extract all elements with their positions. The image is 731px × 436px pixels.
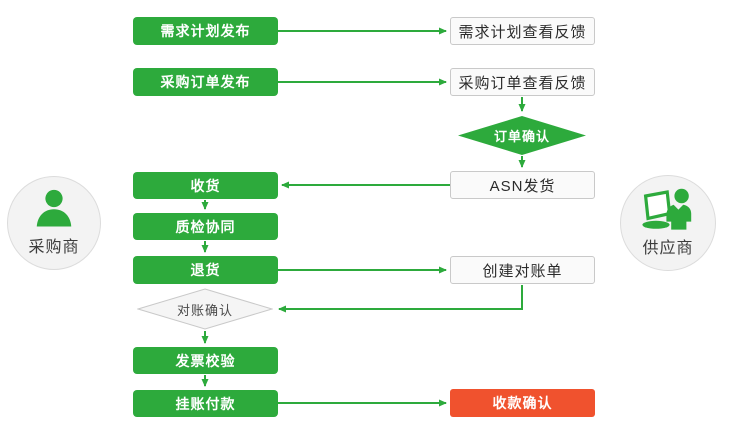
diamond-shape	[458, 116, 586, 155]
person-icon	[31, 189, 77, 231]
node-po-publish: 采购订单发布	[133, 68, 278, 96]
node-quality-collab: 质检协同	[133, 213, 278, 240]
node-po-feedback: 采购订单查看反馈	[450, 68, 595, 96]
node-invoice-check: 发票校验	[133, 347, 278, 374]
node-return-goods: 退货	[133, 256, 278, 284]
supplier-label: 供应商	[642, 240, 694, 257]
person-laptop-icon	[640, 188, 696, 232]
supplier-actor: 供应商	[620, 175, 716, 271]
decision-order-confirm-label: 订单确认	[493, 129, 550, 144]
node-demand-plan-feedback: 需求计划查看反馈	[450, 17, 595, 45]
connector-statement-to-confirm	[278, 285, 523, 313]
node-demand-plan-publish: 需求计划发布	[133, 17, 278, 45]
node-asn-ship: ASN发货	[450, 171, 595, 199]
decision-order-confirm: 订单确认	[457, 115, 587, 156]
decision-statement-confirm-label: 对账确认	[176, 302, 233, 318]
node-receipt-confirm: 收款确认	[450, 389, 595, 417]
decision-statement-confirm: 对账确认	[137, 288, 273, 330]
node-payment-on-account: 挂账付款	[133, 390, 278, 417]
buyer-label: 采购商	[28, 239, 80, 256]
diamond-shape	[137, 288, 273, 330]
node-receive-goods: 收货	[133, 172, 278, 199]
node-create-statement: 创建对账单	[450, 256, 595, 284]
buyer-actor: 采购商	[7, 176, 101, 270]
